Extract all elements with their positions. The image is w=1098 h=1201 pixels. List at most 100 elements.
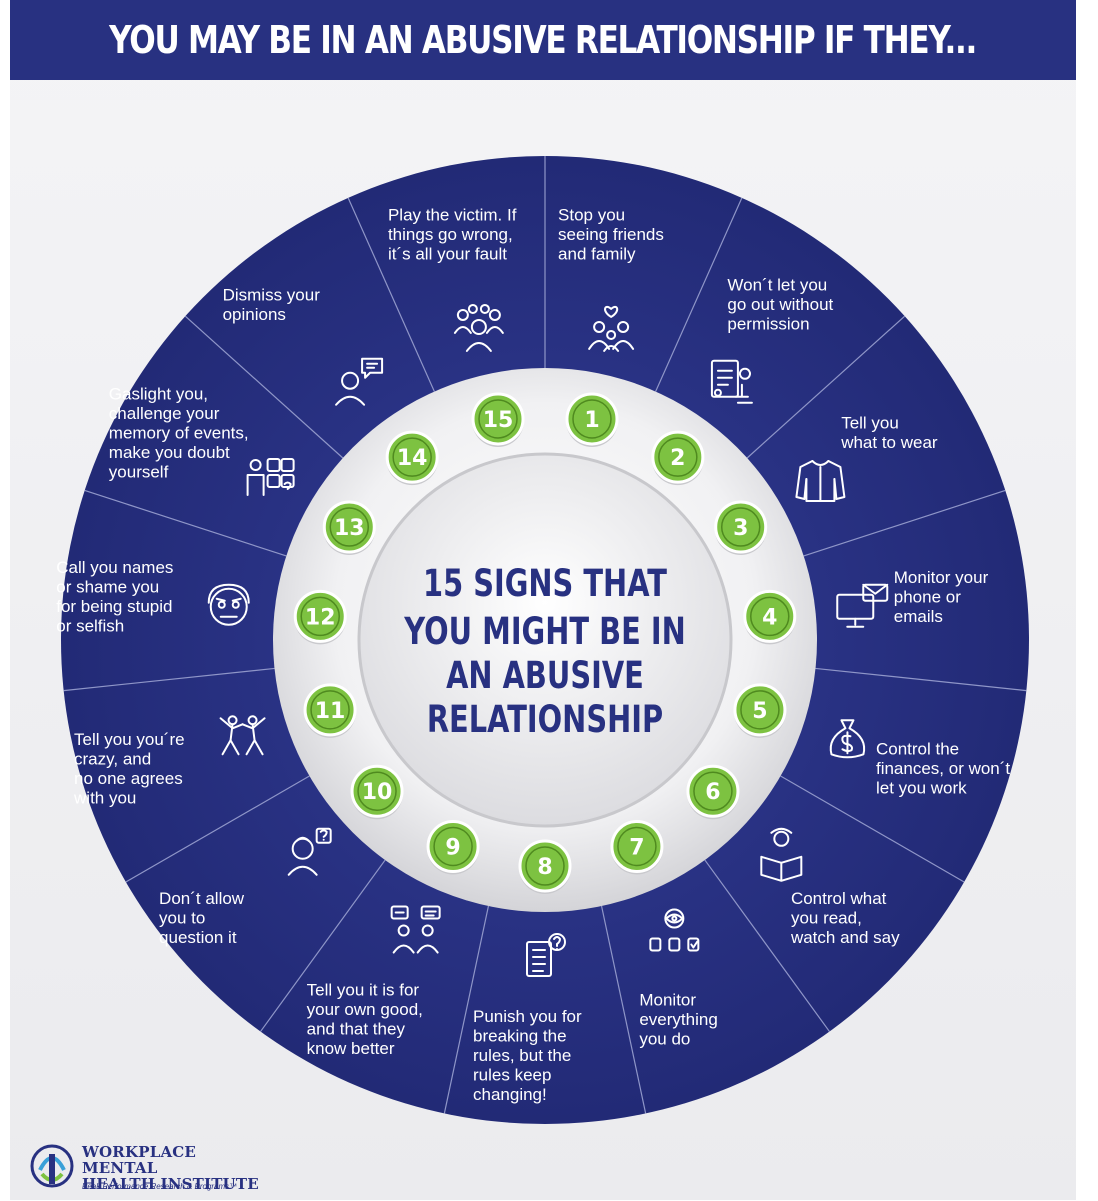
sign-13-line-3: memory of events, <box>109 423 249 442</box>
speech-person-icon <box>335 357 384 406</box>
sign-1-line-1: Stop you <box>558 205 625 224</box>
institute-logo-icon <box>30 1144 74 1188</box>
sign-15-badge: 15 <box>471 392 525 447</box>
sign-4-line-2: phone or <box>894 587 961 606</box>
sign-8-line-1: Punish you for <box>473 1007 582 1026</box>
sign-10-line-3: question it <box>159 928 237 947</box>
badge-number: 5 <box>752 699 767 724</box>
sign-15-line-2: things go wrong, <box>388 225 513 244</box>
sign-2-line-2: go out without <box>727 295 833 314</box>
badge-ring <box>357 771 397 811</box>
badge-number: 4 <box>762 605 777 630</box>
badge-number: 7 <box>629 835 644 860</box>
sign-3-line-2: what to wear <box>840 433 938 452</box>
institute-name-line-1: WORKPLACE MENTAL <box>82 1143 197 1177</box>
badge-number: 1 <box>584 408 599 433</box>
sign-4-line-1: Monitor your <box>894 568 989 587</box>
badge-ring <box>300 596 340 637</box>
sign-11-line-2: crazy, and <box>74 749 151 768</box>
sign-12-line-2: or shame you <box>56 578 159 597</box>
badge-circle <box>385 430 439 484</box>
sign-12-badge: 12 <box>293 589 347 645</box>
sign-13-badge: 13 <box>322 500 376 555</box>
crowd-victim-icon <box>453 303 504 352</box>
sign-14-line-2: opinions <box>223 305 286 324</box>
sign-5-line-3: let you work <box>876 779 967 798</box>
sign-5-badge: 5 <box>733 683 787 738</box>
person-reading-icon <box>760 827 803 882</box>
sign-8-line-2: breaking the <box>473 1026 567 1045</box>
jacket-icon <box>795 460 846 502</box>
sign-9-line-1: Tell you it is for <box>307 981 420 1000</box>
center-title-line-3: AN ABUSIVE <box>446 653 644 696</box>
sign-8-badge: 8 <box>518 839 572 894</box>
sign-9-badge: 9 <box>426 819 480 875</box>
badge-circle <box>293 589 347 643</box>
center-title: 15 SIGNS THAT YOU MIGHT BE IN AN ABUSIVE… <box>403 561 685 740</box>
monitor-email-icon <box>836 583 889 628</box>
sign-8-line-3: rules, but the <box>473 1046 571 1065</box>
sector-divider <box>184 315 344 459</box>
sign-7-line-3: you do <box>639 1029 690 1048</box>
sector-divider <box>84 489 287 557</box>
badge-ring <box>392 437 432 477</box>
sign-1-badge: 1 <box>565 392 619 447</box>
badge-circle <box>686 764 740 818</box>
sign-9-line-2: your own good, <box>307 1000 423 1019</box>
badge-circle <box>733 683 787 737</box>
badge-ring <box>433 826 473 867</box>
sector-divider <box>125 775 310 883</box>
wheel-dividers <box>63 156 1027 1114</box>
badge-ring <box>750 596 790 637</box>
sector-divider <box>443 905 490 1114</box>
sign-15-line-3: it´s all your fault <box>388 244 507 263</box>
sector-divider <box>600 905 647 1114</box>
center-inner-disc <box>357 452 733 828</box>
sign-2-badge: 2 <box>651 430 705 486</box>
sign-12-line-3: for being stupid <box>56 597 172 616</box>
sign-6-badge: 6 <box>686 764 740 820</box>
institute-logo: WORKPLACE MENTAL HEALTH INSTITUTE Peak P… <box>28 1140 268 1196</box>
people-jumping-icon <box>219 715 266 756</box>
badge-number: 15 <box>483 408 514 433</box>
badge-number: 8 <box>537 855 552 880</box>
sector-divider <box>63 667 275 692</box>
sector-divider <box>260 859 386 1032</box>
center-title-line-2: YOU MIGHT BE IN <box>403 609 685 652</box>
sector-divider <box>746 315 906 459</box>
sign-10-line-1: Don´t allow <box>159 889 245 908</box>
sign-6-line-3: watch and say <box>790 928 900 947</box>
sector-divider <box>815 667 1027 692</box>
title-bar: YOU MAY BE IN AN ABUSIVE RELATIONSHIP IF… <box>10 0 1076 80</box>
badge-number: 12 <box>305 605 336 630</box>
institute-name-line-2: HEALTH INSTITUTE <box>82 1175 259 1193</box>
sector-divider <box>780 775 965 883</box>
sign-3-badge: 3 <box>714 500 768 555</box>
sign-2-line-1: Won´t let you <box>727 276 827 295</box>
two-people-discussion-icon <box>390 905 441 954</box>
sector-divider <box>655 197 743 392</box>
sign-7-badge: 7 <box>610 819 664 875</box>
sign-6-line-1: Control what <box>791 889 887 908</box>
sign-15-line-1: Play the victim. If <box>388 205 517 224</box>
badge-ring <box>740 690 780 730</box>
page-title: YOU MAY BE IN AN ABUSIVE RELATIONSHIP IF… <box>109 18 978 62</box>
badge-ring <box>572 399 612 439</box>
sign-13-line-2: challenge your <box>109 404 220 423</box>
sign-6-line-2: you read, <box>791 909 862 928</box>
badge-number: 11 <box>315 699 346 724</box>
sign-9-line-3: and that they <box>307 1020 406 1039</box>
badge-number: 2 <box>670 446 685 471</box>
money-bag-icon <box>829 719 866 759</box>
